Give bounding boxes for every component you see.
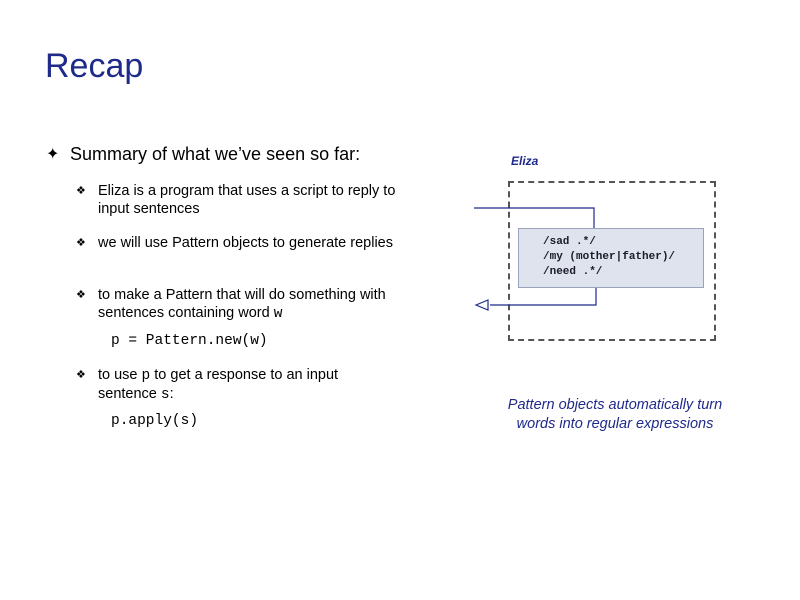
- slide-title: Recap: [45, 47, 144, 85]
- code-var-w: w: [273, 306, 283, 322]
- bullet-diamond-icon: ❖: [76, 289, 86, 301]
- bullet-star-icon: ✦: [46, 146, 60, 163]
- code-pattern-apply: p.apply(s): [111, 413, 199, 429]
- bullet-make-pattern: to make a Pattern that will do something…: [98, 286, 398, 323]
- diagram-caption: Pattern objects automatically turn words…: [507, 397, 723, 432]
- apply-text-3: :: [169, 386, 174, 402]
- bullet-diamond-icon: ❖: [76, 237, 86, 249]
- bullet-diamond-icon: ❖: [76, 185, 86, 197]
- pattern-list-box: /sad .*/ /my (mother|father)/ /need .*/: [518, 228, 704, 288]
- pattern-mother-father: /my (mother|father)/: [543, 251, 676, 263]
- flow-arrows: [474, 207, 597, 311]
- eliza-program-box: [508, 181, 716, 341]
- code-var-p: p: [141, 368, 151, 384]
- eliza-diagram: Eliza /sad .*/ /my (mother|father)/ /nee…: [470, 150, 730, 350]
- apply-text-2: to get a response to an input sentence: [98, 367, 339, 402]
- bullet-make-pattern-text: to make a Pattern that will do something…: [98, 287, 386, 321]
- code-pattern-new: p = Pattern.new(w): [111, 333, 268, 349]
- eliza-label: Eliza: [511, 154, 539, 168]
- pattern-need: /need .*/: [543, 266, 603, 278]
- bullet-apply-pattern: to use p to get a response to an input s…: [98, 366, 398, 404]
- bullet-pattern-objects: we will use Pattern objects to generate …: [98, 235, 393, 251]
- bullet-eliza-script: Eliza is a program that uses a script to…: [98, 183, 396, 217]
- apply-text-1: to use: [98, 367, 142, 383]
- bullet-diamond-icon: ❖: [76, 369, 86, 381]
- code-var-s: s: [160, 387, 170, 403]
- pattern-sad: /sad .*/: [543, 236, 596, 248]
- summary-heading: Summary of what we’ve seen so far:: [70, 144, 361, 164]
- output-arrowhead-icon: [474, 299, 489, 311]
- input-arrow-line: [474, 207, 595, 228]
- output-arrow-line: [490, 288, 597, 306]
